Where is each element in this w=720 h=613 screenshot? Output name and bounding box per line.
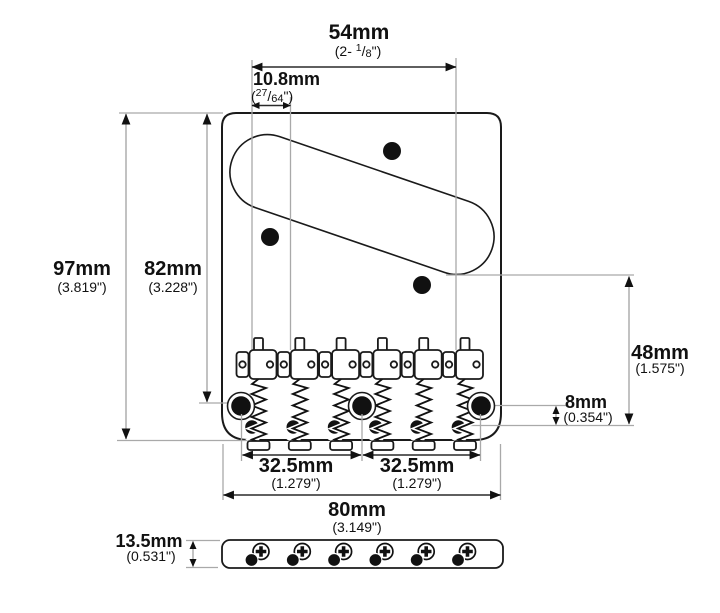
fraction-denominator: 64 (271, 93, 284, 105)
fraction-suffix: ") (283, 88, 294, 104)
dim-8mm-inch-label: (0.354") (563, 409, 613, 425)
dim-48mm-inch-label: (1.575") (635, 360, 685, 376)
fraction-slash: / (267, 88, 272, 104)
dim-54mm-label: 54mm (328, 21, 390, 44)
fraction-numerator: 1 (355, 42, 362, 54)
fraction-prefix: (2- (334, 43, 356, 59)
pickup-screw-hole (413, 276, 431, 294)
dim-10-8mm-inch-label: (27/64") (251, 88, 293, 105)
dim-80mm-label: 80mm (328, 499, 386, 521)
pickup-screw-hole (383, 142, 401, 160)
dim-97mm-label: 97mm (53, 258, 111, 280)
dim-32-5mm-right-inch-label: (1.279") (392, 475, 442, 491)
fraction-suffix: ") (371, 43, 382, 59)
dim-82mm-inch-label: (3.228") (148, 279, 198, 295)
dim-54mm-inch-label: (2- 1/8") (335, 43, 382, 60)
pickup-screw-hole (261, 228, 279, 246)
fraction-denominator: 8 (365, 48, 372, 60)
dim-32-5mm-left-label: 32.5mm (258, 455, 334, 477)
pickup-cutout (229, 133, 495, 276)
dim-10-8mm-label: 10.8mm (253, 69, 321, 89)
dim-32-5mm-left-inch-label: (1.279") (271, 475, 321, 491)
dim-82mm-label: 82mm (144, 258, 202, 280)
fraction-prefix: ( (251, 88, 256, 104)
dim-32-5mm-right-label: 32.5mm (379, 455, 455, 477)
dim-80mm-inch-label: (3.149") (332, 519, 382, 535)
fraction-slash: / (361, 43, 366, 59)
dim-13-5mm-inch-label: (0.531") (126, 548, 176, 564)
dim-8mm-label: 8mm (564, 392, 608, 412)
dim-13-5mm-label: 13.5mm (115, 531, 183, 551)
fraction-numerator: 27 (255, 87, 268, 99)
dim-48mm-label: 48mm (631, 342, 689, 364)
dim-97mm-inch-label: (3.819") (57, 279, 107, 295)
